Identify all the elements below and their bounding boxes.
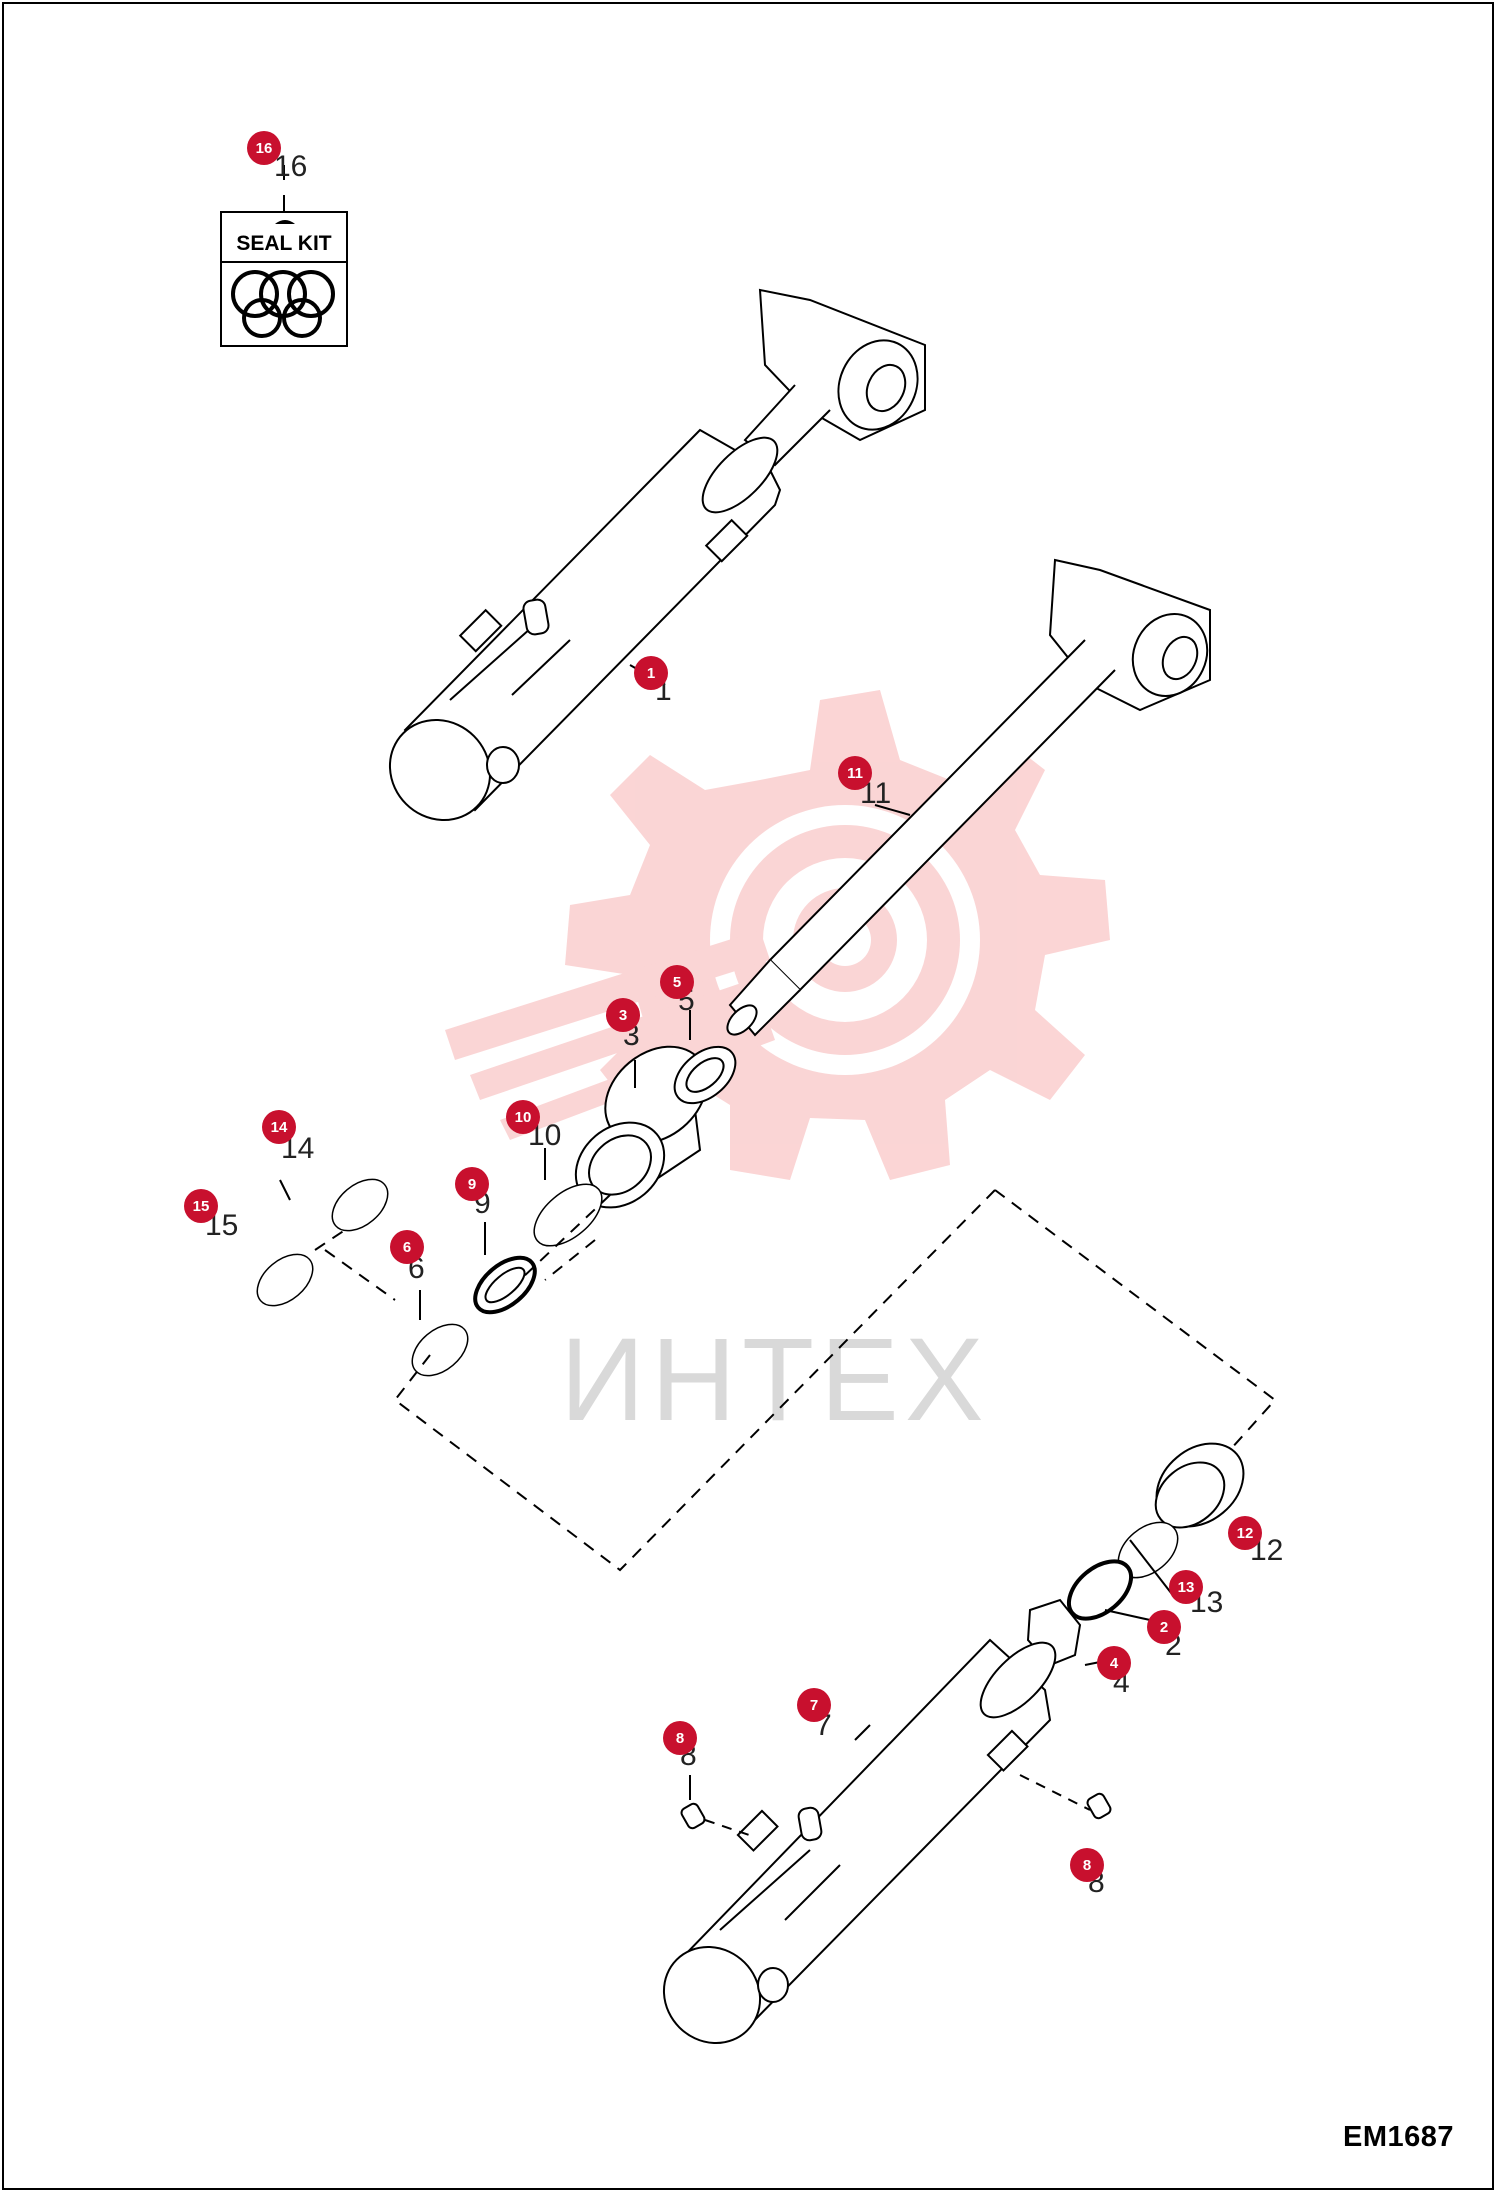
callout-4[interactable]: 4: [1097, 1646, 1131, 1680]
svg-text:3: 3: [619, 1007, 627, 1024]
svg-text:11: 11: [847, 765, 863, 782]
callout-14[interactable]: 14: [262, 1110, 296, 1144]
svg-text:2: 2: [1160, 1619, 1168, 1636]
callout-15[interactable]: 15: [184, 1189, 218, 1223]
callout-12[interactable]: 12: [1228, 1516, 1262, 1550]
callout-11[interactable]: 11: [838, 756, 872, 790]
svg-text:9: 9: [468, 1176, 476, 1193]
svg-text:10: 10: [515, 1109, 532, 1126]
svg-text:8: 8: [676, 1730, 684, 1747]
svg-text:14: 14: [271, 1119, 288, 1136]
callout-badges: 16 1 11 5 3 10 14 9 15 6 12 13 2 4 7 8 8: [184, 131, 1262, 1882]
seal-kit-label: SEAL KIT: [236, 232, 331, 255]
piston-rod: [726, 558, 1211, 1037]
cylinder-barrel-lower: [662, 1638, 1112, 2045]
svg-text:1: 1: [647, 665, 655, 682]
callout-9[interactable]: 9: [455, 1167, 489, 1201]
leader-lines: [279, 165, 1176, 1800]
callout-8-left[interactable]: 8: [663, 1721, 697, 1755]
part-label-16: 16: [274, 150, 307, 183]
svg-text:7: 7: [810, 1697, 818, 1714]
callout-1[interactable]: 1: [634, 656, 668, 690]
piston-and-seals: [256, 1045, 737, 1377]
callout-13[interactable]: 13: [1169, 1570, 1203, 1604]
svg-text:15: 15: [193, 1198, 210, 1215]
svg-text:6: 6: [403, 1239, 411, 1256]
svg-text:5: 5: [673, 974, 681, 991]
seal-kit-box: [220, 195, 348, 347]
svg-text:16: 16: [256, 140, 273, 157]
callout-6[interactable]: 6: [390, 1230, 424, 1264]
gland-and-nut: [1026, 1442, 1245, 1667]
callout-10[interactable]: 10: [506, 1100, 540, 1134]
svg-text:8: 8: [1083, 1857, 1091, 1874]
watermark-text: ИНТЕХ: [560, 1314, 990, 1446]
callout-16[interactable]: 16: [247, 131, 281, 165]
cylinder-assembly-upper: [388, 288, 926, 822]
fitting-dashes: [704, 1774, 1091, 1837]
svg-text:13: 13: [1178, 1579, 1195, 1596]
callout-3[interactable]: 3: [606, 998, 640, 1032]
callout-7[interactable]: 7: [797, 1688, 831, 1722]
svg-text:4: 4: [1110, 1655, 1119, 1672]
exploded-dashed-guide: [314, 1189, 1277, 1572]
document-code: EM1687: [1342, 2121, 1454, 2153]
callout-2[interactable]: 2: [1147, 1610, 1181, 1644]
callout-5[interactable]: 5: [660, 965, 694, 999]
svg-text:12: 12: [1237, 1525, 1254, 1542]
callout-8-right[interactable]: 8: [1070, 1848, 1104, 1882]
